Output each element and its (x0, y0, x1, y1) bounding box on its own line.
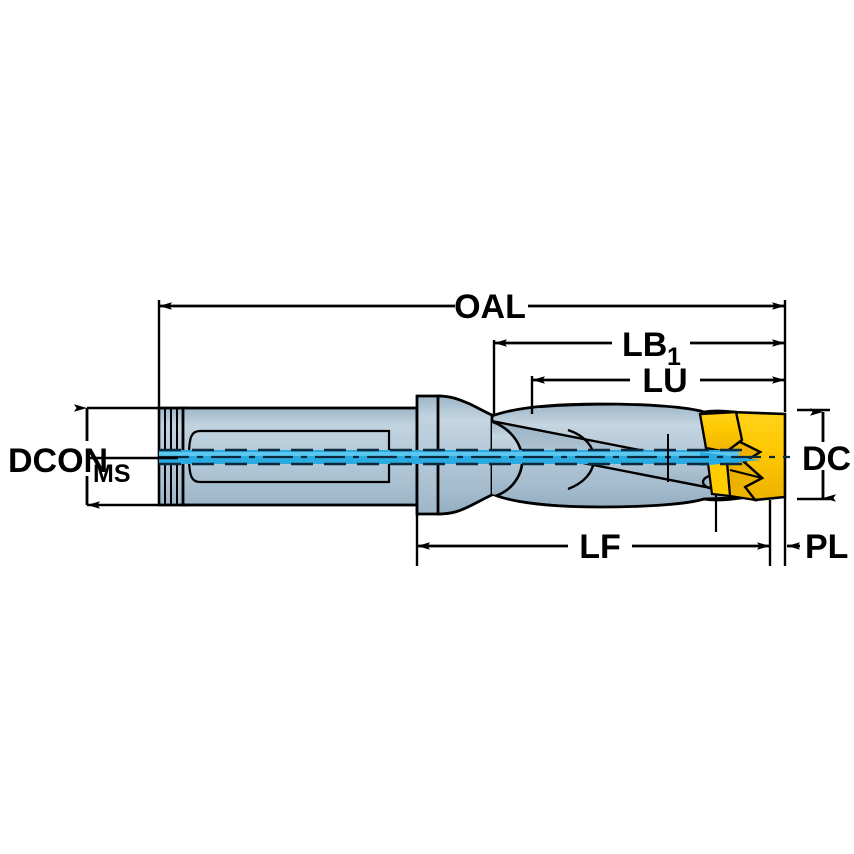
dimension-label-pl: PL (805, 528, 848, 566)
dimension-pl: PL (787, 528, 848, 566)
extension-lines (87, 300, 830, 566)
dimension-label-lb1: LB (622, 326, 667, 364)
dimension-label-dc: DC (802, 440, 851, 478)
dimension-dconms: DCON MS (8, 404, 178, 509)
dimension-label-dcon: DCON (8, 442, 108, 480)
dimension-label-lb1-subscript: 1 (667, 343, 681, 371)
dimension-label-dcon-subscript: MS (93, 460, 131, 488)
dimension-lb1: LB 1 (494, 326, 785, 371)
dimension-lf: LF (417, 528, 770, 566)
dimension-lu: LU (532, 362, 785, 400)
axis-centerline (159, 434, 790, 482)
dimension-label-oal: OAL (454, 288, 526, 326)
dimension-oal: OAL (159, 288, 785, 326)
dimension-label-lu: LU (642, 362, 687, 400)
dimension-label-lf: LF (579, 528, 621, 566)
dimension-dc: DC (802, 408, 851, 502)
